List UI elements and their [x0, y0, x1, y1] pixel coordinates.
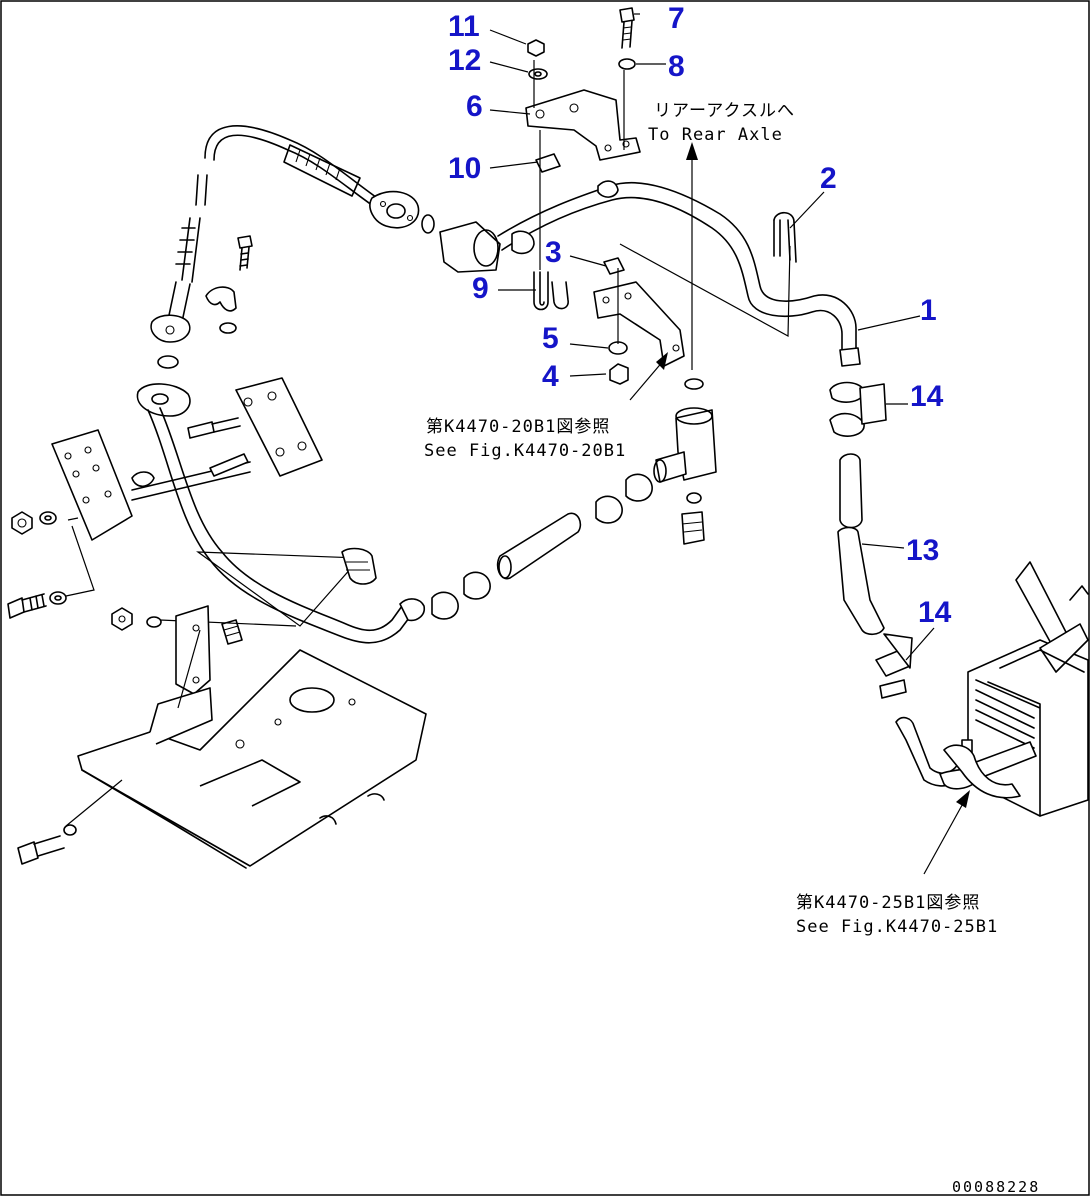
valve-assembly — [431, 352, 717, 620]
left-bracket-assembly — [7, 377, 426, 645]
callout-6: 6 — [466, 90, 483, 123]
top-bracket-assembly — [439, 7, 861, 390]
ref-fig-20b1-jp: 第K4470-20B1図参照 — [426, 417, 610, 437]
callout-numbers: 1 2 3 4 5 6 7 8 9 10 11 12 13 14 14 — [448, 2, 952, 629]
callout-12: 12 — [448, 44, 481, 77]
callout-leaders — [489, 13, 935, 661]
callout-11: 11 — [448, 10, 480, 43]
callout-9: 9 — [472, 272, 489, 305]
rear-axle-note-en: To Rear Axle — [648, 125, 783, 145]
ref-fig-25b1-en: See Fig.K4470-25B1 — [796, 917, 998, 937]
upper-hose-assembly — [150, 125, 435, 369]
callout-13: 13 — [906, 534, 939, 567]
guard-plate — [17, 605, 427, 869]
callout-7: 7 — [668, 2, 685, 35]
callout-14-lower: 14 — [918, 596, 952, 629]
right-hose-assembly — [829, 381, 1089, 875]
rear-axle-note-jp: リアーアクスルへ — [654, 101, 795, 121]
callout-3: 3 — [545, 236, 562, 269]
callout-4: 4 — [542, 360, 559, 393]
callout-5: 5 — [542, 322, 559, 355]
ref-fig-25b1-jp: 第K4470-25B1図参照 — [796, 893, 980, 913]
callout-1: 1 — [920, 294, 937, 327]
callout-10: 10 — [448, 152, 481, 185]
document-id: 00088228 — [952, 1178, 1040, 1196]
callout-2: 2 — [820, 162, 837, 195]
ref-fig-20b1-en: See Fig.K4470-20B1 — [424, 441, 626, 461]
callout-14-upper: 14 — [910, 380, 944, 413]
callout-8: 8 — [668, 50, 685, 83]
reference-notes: リアーアクスルへ To Rear Axle 第K4470-20B1図参照 See… — [424, 101, 1040, 1196]
